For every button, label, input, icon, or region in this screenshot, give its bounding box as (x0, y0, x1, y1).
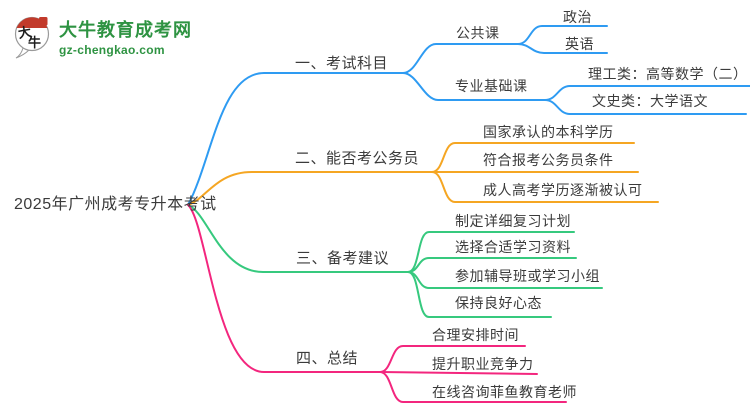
site-name: 大牛教育成考网 (59, 19, 192, 40)
node-time-management: 合理安排时间 (432, 327, 519, 343)
logo-seal (39, 17, 48, 26)
node-public-courses: 公共课 (456, 25, 500, 41)
branch-summary: 四、总结 (296, 350, 359, 367)
node-liberal-arts-chinese: 文史类：大学语文 (592, 93, 708, 109)
node-good-mindset: 保持良好心态 (455, 295, 542, 311)
node-science-math: 理工类：高等数学（二） (588, 66, 748, 82)
node-major-basic-courses: 专业基础课 (455, 78, 528, 94)
node-state-recognized-degree: 国家承认的本科学历 (483, 124, 614, 140)
node-meets-requirements: 符合报考公务员条件 (483, 152, 614, 168)
node-study-plan: 制定详细复习计划 (455, 213, 571, 229)
site-logo[interactable]: 大 牛 大牛教育成考网 gz-chengkao.com (11, 13, 192, 59)
node-online-consult-teacher: 在线咨询菲鱼教育老师 (432, 384, 577, 400)
root-node: 2025年广州成考专升本考试 (14, 196, 217, 213)
node-politics: 政治 (563, 9, 592, 25)
branch-civil-servant: 二、能否考公务员 (295, 150, 420, 167)
node-study-materials: 选择合适学习资料 (455, 239, 571, 255)
node-growing-recognition: 成人高考学历逐渐被认可 (483, 182, 643, 198)
node-career-competitiveness: 提升职业竞争力 (432, 356, 534, 372)
daniu-logo-icon: 大 牛 (14, 16, 50, 59)
branch-exam-subjects: 一、考试科目 (295, 55, 389, 72)
site-url: gz-chengkao.com (59, 42, 165, 57)
node-english: 英语 (565, 36, 594, 52)
logo-char-niu: 牛 (28, 35, 41, 50)
node-tutoring-group: 参加辅导班或学习小组 (455, 268, 600, 284)
branch-prep-advice: 三、备考建议 (296, 250, 390, 267)
logo-char-da: 大 (17, 24, 32, 41)
